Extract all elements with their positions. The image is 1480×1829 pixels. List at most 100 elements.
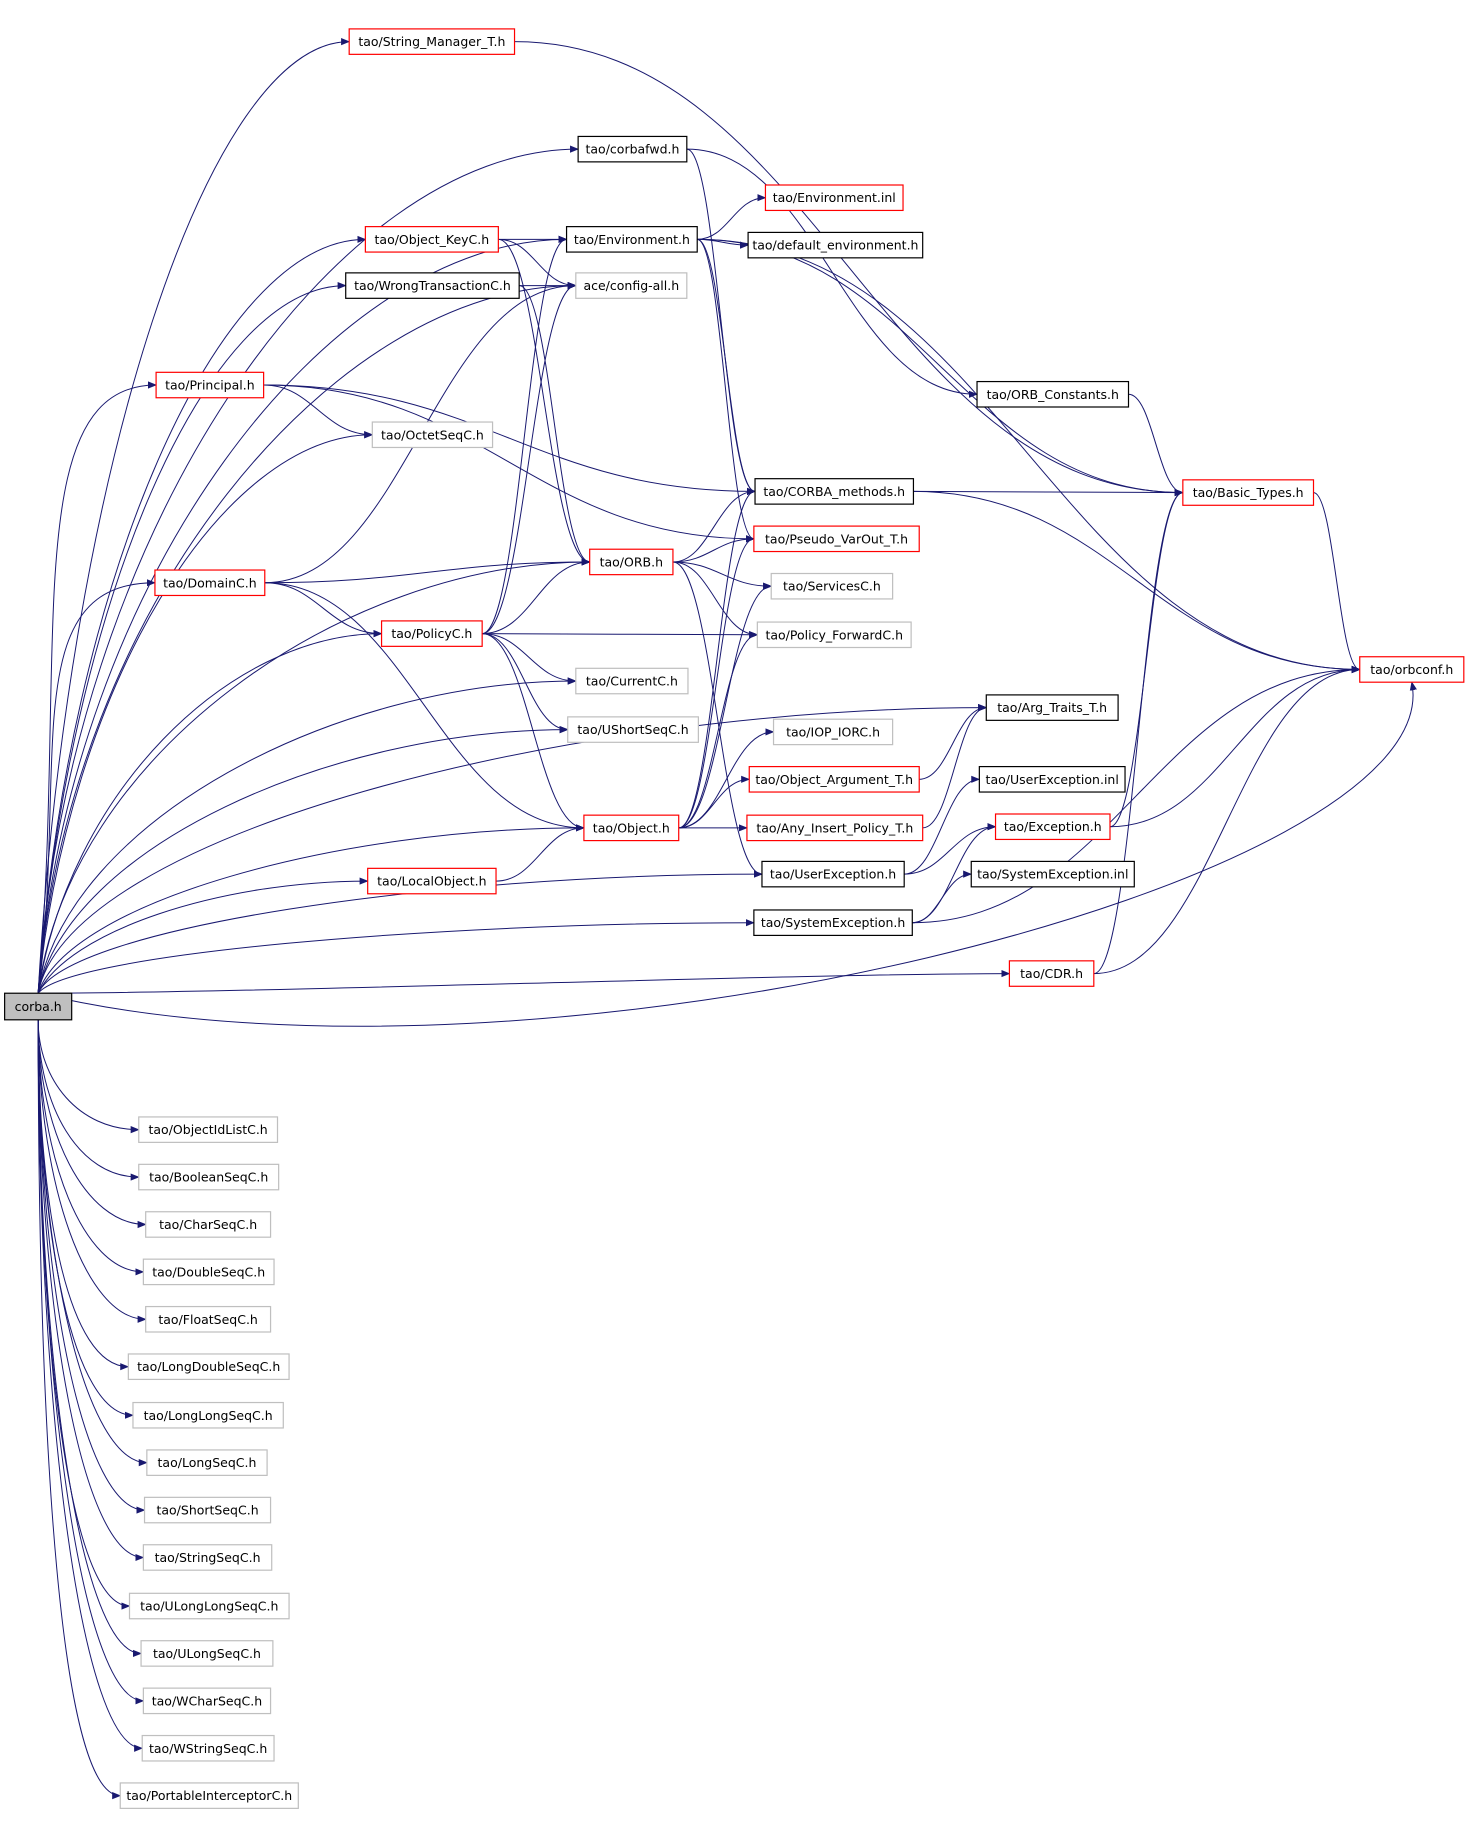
node-box[interactable] xyxy=(348,28,516,55)
node-principal[interactable]: tao/Principal.h xyxy=(155,371,265,399)
node-box[interactable] xyxy=(140,1640,274,1667)
node-envinl[interactable]: tao/Environment.inl xyxy=(764,184,904,212)
node-object[interactable]: tao/Object.h xyxy=(583,814,680,842)
node-box[interactable] xyxy=(753,909,913,937)
node-current[interactable]: tao/CurrentC.h xyxy=(575,667,689,695)
node-box[interactable] xyxy=(772,718,894,746)
node-orbconst[interactable]: tao/ORB_Constants.h xyxy=(976,380,1130,408)
node-box[interactable] xyxy=(143,1496,272,1524)
node-box[interactable] xyxy=(1359,656,1465,683)
node-box[interactable] xyxy=(142,1544,273,1571)
node-box[interactable] xyxy=(976,380,1130,408)
node-box[interactable] xyxy=(146,1449,268,1476)
node-wstrseq[interactable]: tao/WStringSeqC.h xyxy=(141,1734,275,1762)
node-sysexinl[interactable]: tao/SystemException.inl xyxy=(970,860,1135,888)
node-box[interactable] xyxy=(748,765,920,793)
node-box[interactable] xyxy=(994,813,1111,841)
node-userexinl[interactable]: tao/UserException.inl xyxy=(978,765,1126,793)
node-box[interactable] xyxy=(753,525,920,553)
node-pseudo[interactable]: tao/Pseudo_VarOut_T.h xyxy=(753,525,920,553)
node-box[interactable] xyxy=(764,184,904,212)
node-argtraits[interactable]: tao/Arg_Traits_T.h xyxy=(985,694,1119,721)
node-box[interactable] xyxy=(577,135,688,163)
node-box[interactable] xyxy=(145,1305,272,1333)
node-box[interactable] xyxy=(138,1163,280,1191)
node-iopiorc[interactable]: tao/IOP_IORC.h xyxy=(772,718,894,746)
node-objarg[interactable]: tao/Object_Argument_T.h xyxy=(748,765,920,793)
node-exception[interactable]: tao/Exception.h xyxy=(994,813,1111,841)
node-box[interactable] xyxy=(761,860,905,888)
node-aceconf[interactable]: ace/config-all.h xyxy=(575,272,688,299)
node-userex[interactable]: tao/UserException.h xyxy=(761,860,905,888)
node-wrongtx[interactable]: tao/WrongTransactionC.h xyxy=(345,272,520,299)
node-box[interactable] xyxy=(575,667,689,695)
node-box[interactable] xyxy=(367,867,497,895)
node-box[interactable] xyxy=(154,569,266,597)
node-box[interactable] xyxy=(565,226,698,253)
node-box[interactable] xyxy=(380,620,483,647)
node-anyins[interactable]: tao/Any_Insert_Policy_T.h xyxy=(746,814,924,842)
node-charseq[interactable]: tao/CharSeqC.h xyxy=(145,1211,272,1238)
node-llseq[interactable]: tao/LongLongSeqC.h xyxy=(132,1401,284,1429)
node-box[interactable] xyxy=(142,1687,272,1715)
node-box[interactable] xyxy=(754,478,915,505)
node-corbafwd[interactable]: tao/corbafwd.h xyxy=(577,135,688,163)
node-orb[interactable]: tao/ORB.h xyxy=(589,548,674,576)
node-basic[interactable]: tao/Basic_Types.h xyxy=(1182,479,1315,506)
node-dblseq[interactable]: tao/DoubleSeqC.h xyxy=(142,1258,275,1286)
node-box[interactable] xyxy=(978,765,1126,793)
node-ldblseq[interactable]: tao/LongDoubleSeqC.h xyxy=(127,1353,290,1381)
node-objkey[interactable]: tao/Object_KeyC.h xyxy=(364,226,499,253)
node-box[interactable] xyxy=(128,1592,290,1620)
node-box[interactable] xyxy=(575,272,688,299)
node-domain[interactable]: tao/DomainC.h xyxy=(154,569,266,597)
node-box[interactable] xyxy=(746,814,924,842)
node-box[interactable] xyxy=(119,1782,299,1809)
node-sseq[interactable]: tao/ShortSeqC.h xyxy=(143,1496,272,1524)
node-lseq[interactable]: tao/LongSeqC.h xyxy=(146,1449,268,1476)
node-boolseq[interactable]: tao/BooleanSeqC.h xyxy=(138,1163,280,1191)
node-ushortseq[interactable]: tao/UShortSeqC.h xyxy=(567,716,699,743)
node-box[interactable] xyxy=(141,1734,275,1762)
node-box[interactable] xyxy=(138,1116,279,1143)
node-box[interactable] xyxy=(770,572,894,600)
node-box[interactable] xyxy=(127,1353,290,1381)
node-box[interactable] xyxy=(747,231,924,259)
node-polfwd[interactable]: tao/Policy_ForwardC.h xyxy=(756,621,912,649)
node-box[interactable] xyxy=(4,992,73,1021)
node-pic[interactable]: tao/PortableInterceptorC.h xyxy=(119,1782,299,1809)
node-ulseq[interactable]: tao/ULongSeqC.h xyxy=(140,1640,274,1667)
node-box[interactable] xyxy=(364,226,499,253)
node-box[interactable] xyxy=(371,421,494,449)
node-fltseq[interactable]: tao/FloatSeqC.h xyxy=(145,1305,272,1333)
node-orbconf[interactable]: tao/orbconf.h xyxy=(1359,656,1465,683)
node-box[interactable] xyxy=(756,621,912,649)
node-box[interactable] xyxy=(970,860,1135,888)
node-policy[interactable]: tao/PolicyC.h xyxy=(380,620,483,647)
node-box[interactable] xyxy=(567,716,699,743)
node-strmgr[interactable]: tao/String_Manager_T.h xyxy=(348,28,516,55)
node-box[interactable] xyxy=(132,1401,284,1429)
node-box[interactable] xyxy=(1008,960,1095,987)
node-corba[interactable]: corba.h xyxy=(4,992,73,1021)
node-octet[interactable]: tao/OctetSeqC.h xyxy=(371,421,494,449)
node-localobj[interactable]: tao/LocalObject.h xyxy=(367,867,497,895)
node-corbameth[interactable]: tao/CORBA_methods.h xyxy=(754,478,915,505)
node-box[interactable] xyxy=(985,694,1119,721)
node-objid[interactable]: tao/ObjectIdListC.h xyxy=(138,1116,279,1143)
node-box[interactable] xyxy=(145,1211,272,1238)
node-box[interactable] xyxy=(155,371,265,399)
node-strseq[interactable]: tao/StringSeqC.h xyxy=(142,1544,273,1571)
node-cdr[interactable]: tao/CDR.h xyxy=(1008,960,1095,987)
node-box[interactable] xyxy=(142,1258,275,1286)
node-box[interactable] xyxy=(345,272,520,299)
node-box[interactable] xyxy=(583,814,680,842)
node-box[interactable] xyxy=(1182,479,1315,506)
node-defenv[interactable]: tao/default_environment.h xyxy=(747,231,924,259)
node-wcharseq[interactable]: tao/WCharSeqC.h xyxy=(142,1687,272,1715)
node-services[interactable]: tao/ServicesC.h xyxy=(770,572,894,600)
node-ullseq[interactable]: tao/ULongLongSeqC.h xyxy=(128,1592,290,1620)
node-sysex[interactable]: tao/SystemException.h xyxy=(753,909,913,937)
node-box[interactable] xyxy=(589,548,674,576)
node-env[interactable]: tao/Environment.h xyxy=(565,226,698,253)
